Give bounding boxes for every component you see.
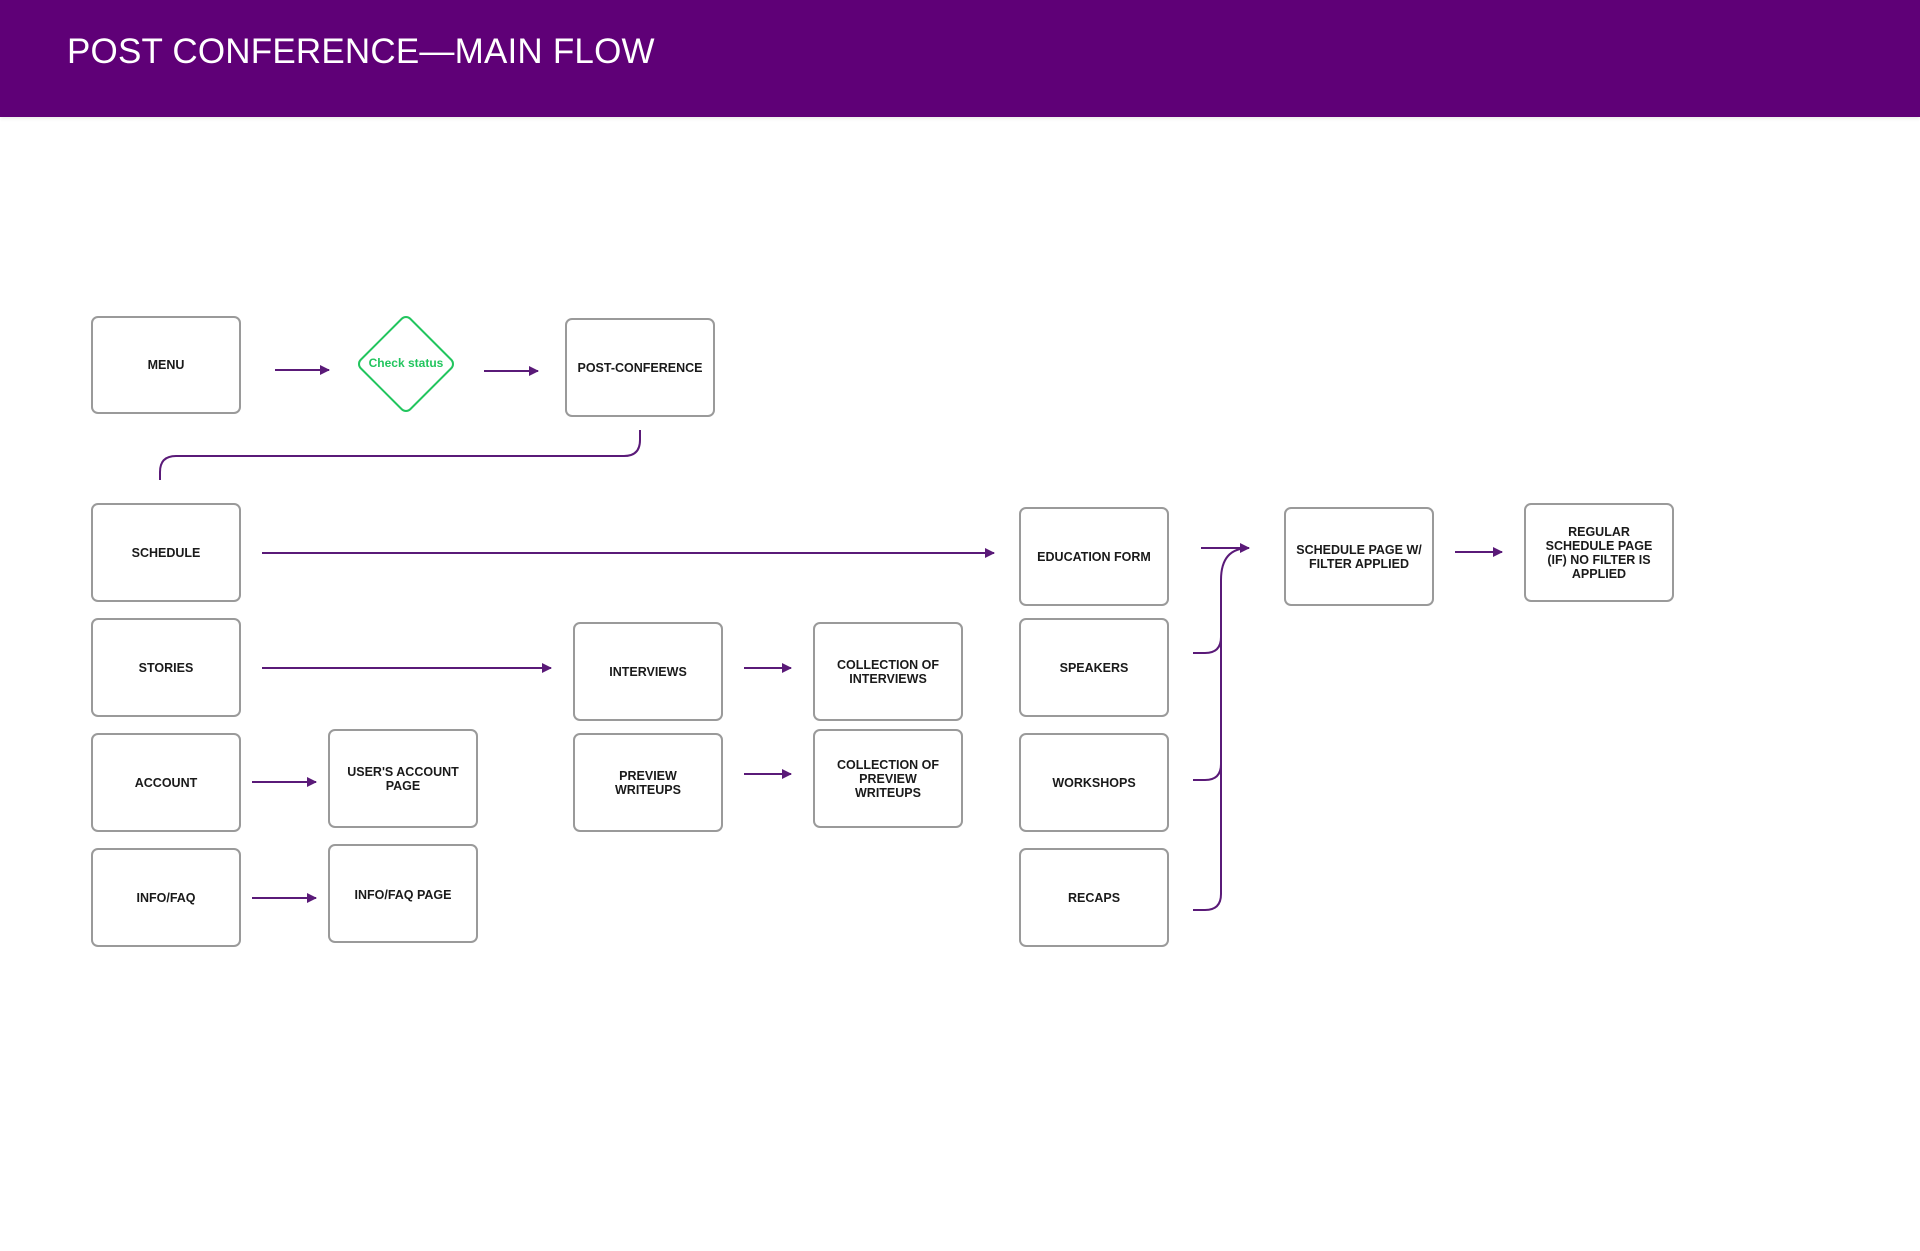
node-stories-label: STORIES (138, 660, 194, 675)
node-schedule[interactable]: SCHEDULE (91, 503, 241, 602)
node-info-faq-label: INFO/FAQ (136, 890, 196, 905)
node-account-label: ACCOUNT (134, 775, 198, 790)
decision-label-check-status: Check status (368, 356, 444, 370)
node-speakers-label: SPEAKERS (1059, 660, 1129, 675)
node-info-faq-page-label: INFO/FAQ PAGE (354, 888, 452, 902)
node-post-conference-label: POST-CONFERENCE (577, 360, 703, 375)
node-schedule-label: SCHEDULE (131, 545, 201, 560)
node-account[interactable]: ACCOUNT (91, 733, 241, 832)
node-collection-of-preview-writeups-label: COLLECTION OF PREVIEW WRITEUPS (836, 757, 940, 800)
node-users-account-page-label: USER'S ACCOUNT PAGE (347, 764, 459, 793)
node-menu-label: MENU (147, 358, 185, 372)
node-speakers[interactable]: SPEAKERS (1019, 618, 1169, 717)
node-menu[interactable]: MENU (91, 316, 241, 414)
node-users-account-page[interactable]: USER'S ACCOUNT PAGE (328, 729, 478, 828)
node-interviews-label: INTERVIEWS (609, 664, 687, 679)
node-recaps[interactable]: RECAPS (1019, 848, 1169, 947)
node-education-form[interactable]: EDUCATION FORM (1019, 507, 1169, 606)
node-regular-schedule-page[interactable]: REGULAR SCHEDULE PAGE (IF) NO FILTER IS … (1524, 503, 1674, 602)
decision-diamond (357, 315, 455, 413)
node-stories[interactable]: STORIES (91, 618, 241, 717)
page-title: POST CONFERENCE—MAIN FLOW (67, 32, 655, 71)
node-collection-of-preview-writeups[interactable]: COLLECTION OF PREVIEW WRITEUPS (813, 729, 963, 828)
node-schedule-page-filter-label: SCHEDULE PAGE W/ FILTER APPLIED (1296, 542, 1422, 571)
connector-workshops-merge (1193, 637, 1222, 781)
node-preview-writeups-label: PREVIEW WRITEUPS (615, 768, 681, 797)
node-workshops-label: WORKSHOPS (1052, 775, 1136, 790)
header-bar: POST CONFERENCE—MAIN FLOW (0, 0, 1920, 117)
node-info-faq-page[interactable]: INFO/FAQ PAGE (328, 844, 478, 943)
node-post-conference[interactable]: POST-CONFERENCE (565, 318, 715, 417)
node-preview-writeups[interactable]: PREVIEW WRITEUPS (573, 733, 723, 832)
node-recaps-label: RECAPS (1067, 890, 1121, 905)
node-info-faq[interactable]: INFO/FAQ (91, 848, 241, 947)
node-collection-of-interviews-label: COLLECTION OF INTERVIEWS (836, 657, 940, 686)
node-education-form-label: EDUCATION FORM (1037, 549, 1151, 564)
node-regular-schedule-page-label: REGULAR SCHEDULE PAGE (IF) NO FILTER IS … (1545, 524, 1653, 581)
connector-post-to-schedule (159, 430, 641, 480)
node-interviews[interactable]: INTERVIEWS (573, 622, 723, 721)
node-schedule-page-filter[interactable]: SCHEDULE PAGE W/ FILTER APPLIED (1284, 507, 1434, 606)
node-collection-of-interviews[interactable]: COLLECTION OF INTERVIEWS (813, 622, 963, 721)
node-workshops[interactable]: WORKSHOPS (1019, 733, 1169, 832)
connector-recaps-merge (1193, 764, 1222, 911)
